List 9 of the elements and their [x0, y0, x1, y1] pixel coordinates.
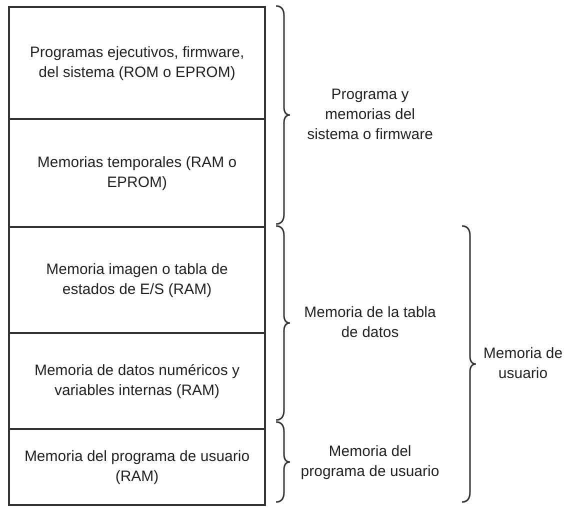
block-label: Memoria imagen o tabla de estados de E/S (RAM) — [45, 260, 229, 300]
bracket-label: Memoria de usuario — [482, 344, 564, 384]
block-label: Memoria de datos numéricos y variables internas (RAM) — [33, 361, 241, 401]
block-label: Memorias temporales (RAM o EPROM) — [36, 153, 238, 193]
block-label: Memoria del programa de usuario (RAM) — [23, 447, 251, 487]
bracket-label: Memoria del programa de usuario — [300, 442, 440, 482]
block-label: Programas ejecutivos, firmware, del sistema (ROM o EPROM) — [28, 43, 246, 83]
bracket-label: Programa y memorias del sistema o firmware — [306, 85, 434, 145]
bracket-label: Memoria de la tabla de datos — [303, 303, 437, 343]
